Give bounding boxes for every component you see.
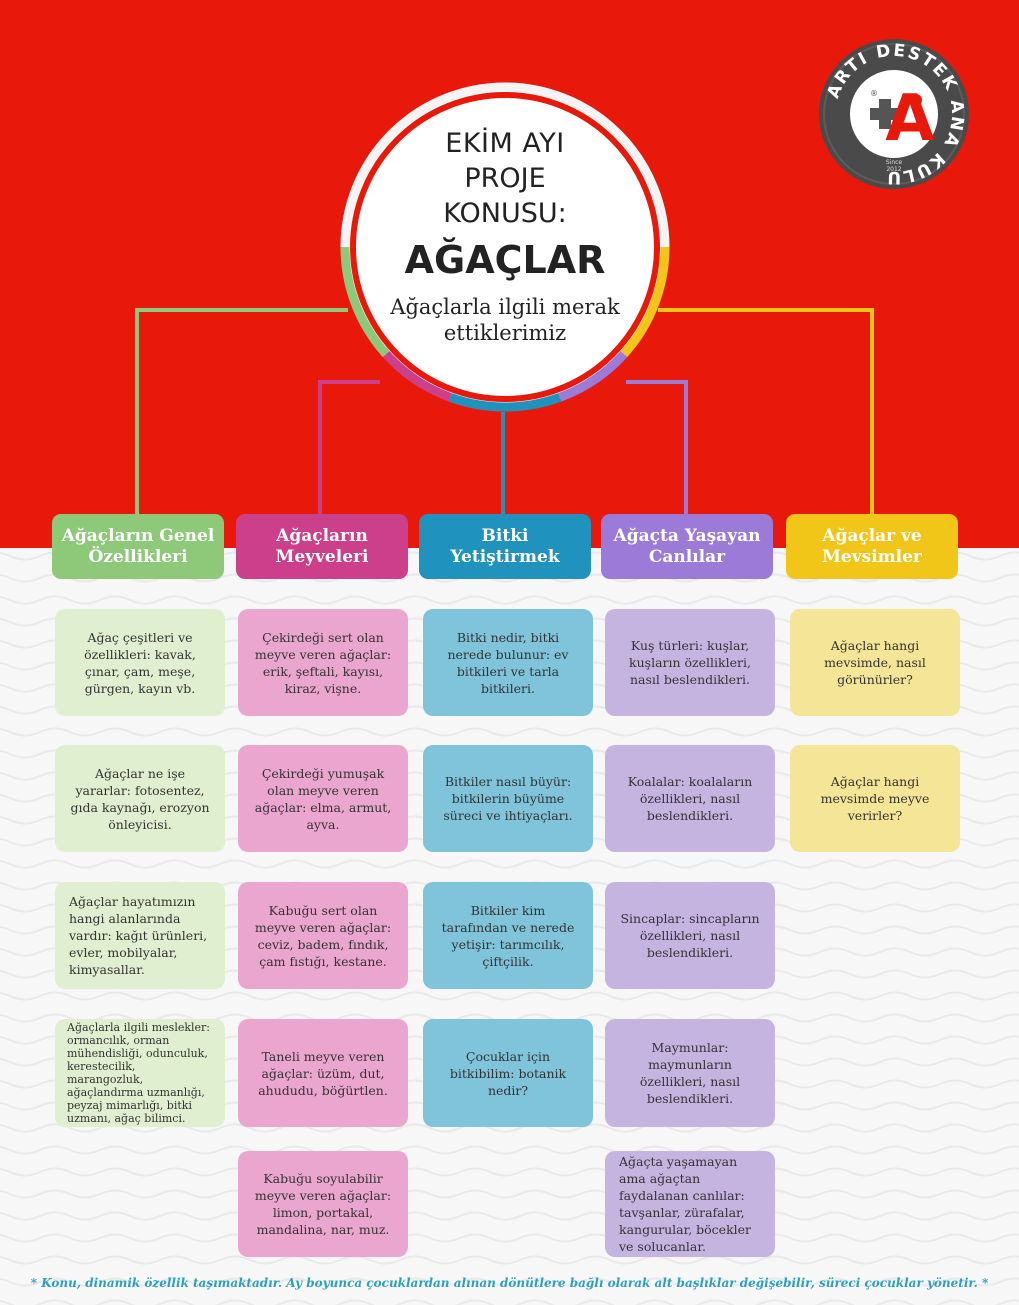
topic-card-living-beings-2: Koalalar: koalaların özellikleri, nasıl … bbox=[605, 745, 775, 852]
connector-purple bbox=[626, 380, 688, 518]
wave-line bbox=[0, 595, 1019, 605]
topic-card-living-beings-1: Kuş türleri: kuşlar, kuşların özellikler… bbox=[605, 609, 775, 716]
wave-line bbox=[0, 1013, 1019, 1023]
ring-purple bbox=[558, 351, 628, 402]
ring-green bbox=[340, 246, 390, 358]
wave-line bbox=[0, 1189, 1019, 1199]
registered-mark: ® bbox=[870, 89, 878, 98]
topic-card-general-1: Ağaç çeşitleri ve özellikleri: kavak, çı… bbox=[55, 609, 225, 716]
wave-line bbox=[0, 991, 1019, 1001]
ring-top-white bbox=[340, 82, 670, 248]
ring-yellow bbox=[620, 246, 670, 358]
topic-card-living-beings-5: Ağaçta yaşamayan ama ağaçtan faydalanan … bbox=[605, 1151, 775, 1257]
wave-line bbox=[0, 1255, 1019, 1265]
topic-card-fruits-1: Çekirdeği sert olan meyve veren ağaçlar:… bbox=[238, 609, 408, 716]
title-line-2: PROJE bbox=[464, 163, 546, 194]
wave-line bbox=[0, 1299, 1019, 1305]
column-header-growing: Bitki Yetiştirmek bbox=[419, 514, 591, 579]
column-header-general: Ağaçların Genel Özellikleri bbox=[52, 514, 224, 579]
topic-card-living-beings-4: Maymunlar: maymunların özellikleri, nası… bbox=[605, 1019, 775, 1127]
topic-card-living-beings-3: Sincaplar: sincapların özellikleri, nası… bbox=[605, 882, 775, 989]
wave-line bbox=[0, 1211, 1019, 1221]
center-subtitle: Ağaçlarla ilgili merak ettiklerimiz bbox=[390, 295, 620, 345]
wave-line bbox=[0, 727, 1019, 737]
wave-line bbox=[0, 1277, 1019, 1287]
connector-yellow bbox=[658, 308, 874, 518]
wave-line bbox=[0, 859, 1019, 869]
logo-mark: A bbox=[885, 82, 935, 156]
topic-card-general-4: Ağaçlarla ilgili meslekler: ormancılık, … bbox=[55, 1019, 225, 1127]
topic-card-seasons-2: Ağaçlar hangi mevsimde meyve verirler? bbox=[790, 745, 960, 852]
main-topic-title: AĞAÇLAR bbox=[404, 238, 606, 282]
wave-line bbox=[0, 1145, 1019, 1155]
logo-since-year: 2012 bbox=[886, 166, 901, 173]
column-header-seasons: Ağaçlar ve Mevsimler bbox=[786, 514, 958, 579]
topic-card-growing-4: Çocuklar için bitkibilim: botanik nedir? bbox=[423, 1019, 593, 1127]
school-logo: ARTI DESTEK ANA KULU A ® Since 2012 bbox=[819, 39, 969, 189]
connector-lines bbox=[135, 308, 874, 518]
topic-card-fruits-2: Çekirdeği yumuşak olan meyve veren ağaçl… bbox=[238, 745, 408, 852]
topic-card-general-2: Ağaçlar ne işe yararlar: fotosentez, gıd… bbox=[55, 745, 225, 852]
logo-since-label: Since bbox=[886, 159, 903, 166]
title-line-3: KONUSU: bbox=[443, 198, 567, 229]
topic-card-seasons-1: Ağaçlar hangi mevsimde, nasıl görünürler… bbox=[790, 609, 960, 716]
wave-line bbox=[0, 1123, 1019, 1133]
topic-card-fruits-4: Taneli meyve veren ağaçlar: üzüm, dut, a… bbox=[238, 1019, 408, 1127]
footnote: * Konu, dinamik özellik taşımaktadır. Ay… bbox=[30, 1276, 989, 1290]
column-header-fruits: Ağaçların Meyveleri bbox=[236, 514, 408, 579]
topic-card-growing-2: Bitkiler nasıl büyür: bitkilerin büyüme … bbox=[423, 745, 593, 852]
center-circle bbox=[340, 82, 670, 412]
topic-card-fruits-3: Kabuğu sert olan meyve veren ağaçlar: ce… bbox=[238, 882, 408, 989]
topic-card-general-3: Ağaçlar hayatımızın hangi alanlarında va… bbox=[55, 882, 225, 989]
ring-pink bbox=[382, 351, 452, 402]
wave-line bbox=[0, 1167, 1019, 1177]
connector-green bbox=[135, 308, 348, 518]
title-line-1: EKİM AYI bbox=[445, 128, 565, 159]
connector-pink bbox=[318, 380, 380, 518]
ring-blue bbox=[448, 393, 562, 412]
topic-card-fruits-5: Kabuğu soyulabilir meyve veren ağaçlar: … bbox=[238, 1151, 408, 1257]
topic-card-growing-1: Bitki nedir, bitki nerede bulunur: ev bi… bbox=[423, 609, 593, 716]
column-header-living-beings: Ağaçta Yaşayan Canlılar bbox=[601, 514, 773, 579]
topic-card-growing-3: Bitkiler kim tarafından ve nerede yetişi… bbox=[423, 882, 593, 989]
wave-line bbox=[0, 1233, 1019, 1243]
